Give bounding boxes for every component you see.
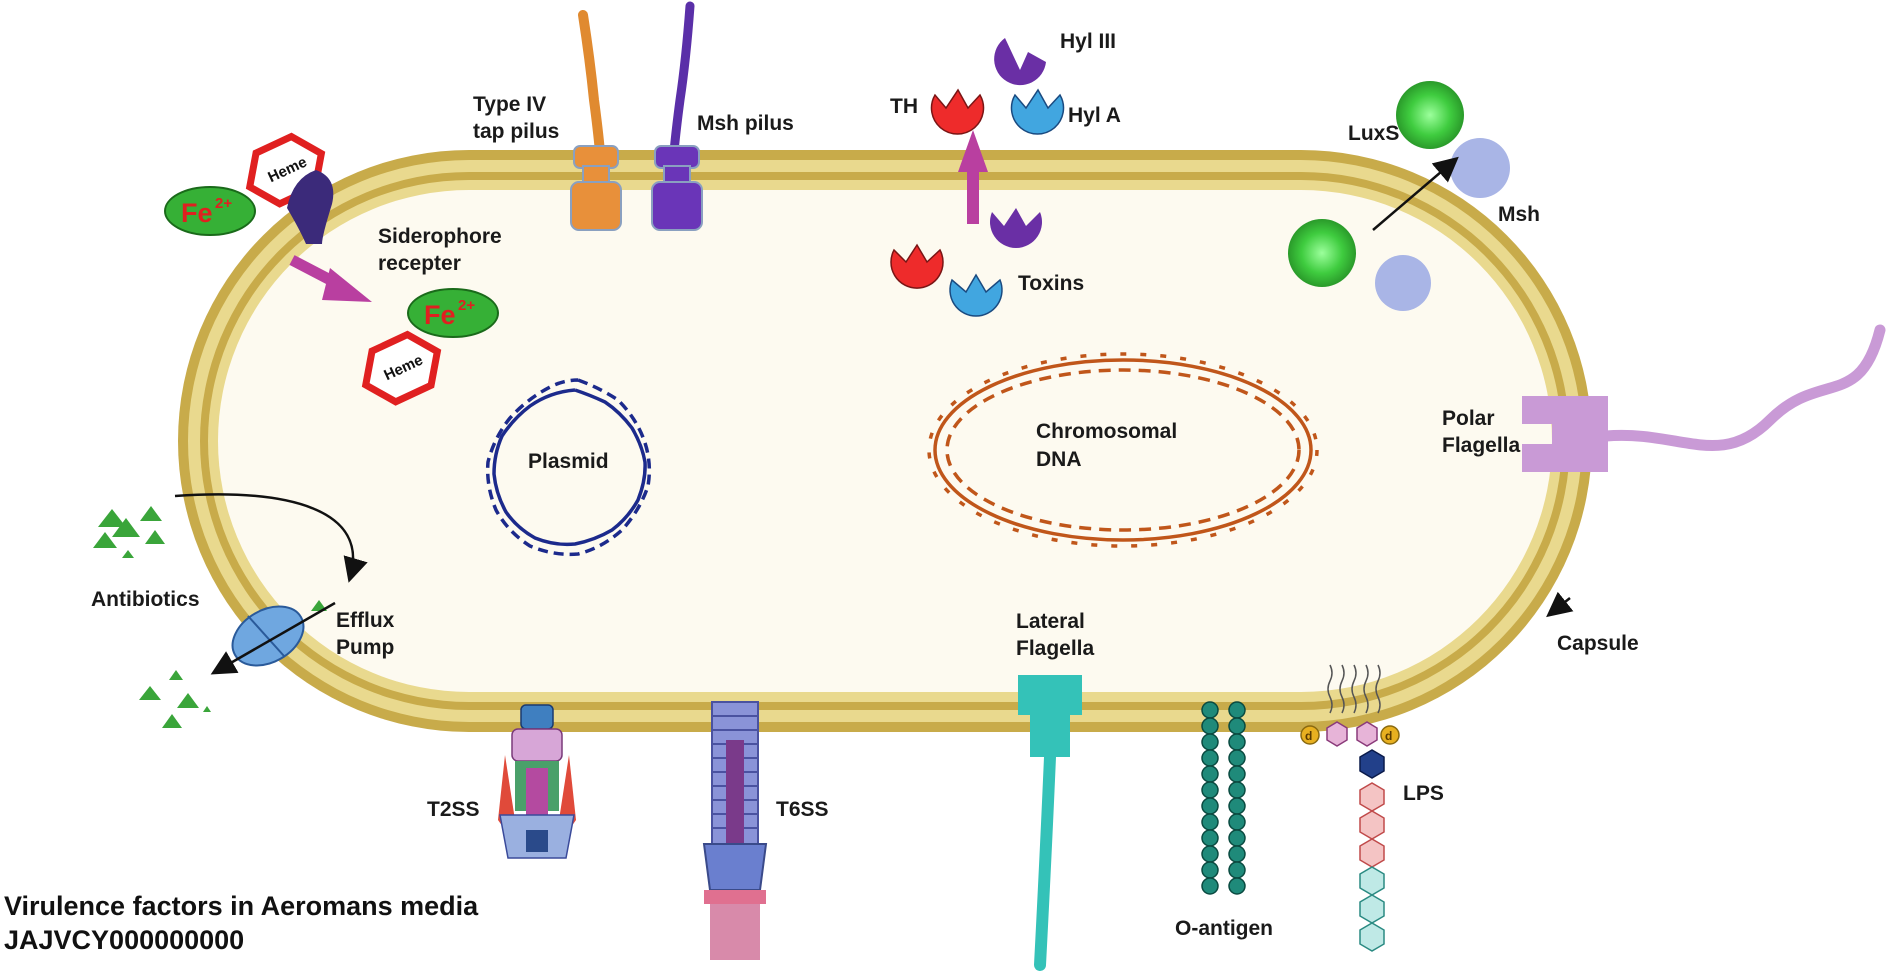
- t6ss-label: T6SS: [776, 798, 829, 821]
- plasmid: [485, 378, 652, 557]
- lateral-flagella-label-line2: Flagella: [1016, 637, 1095, 660]
- antibiotic-molecule-11: [203, 706, 211, 712]
- antibiotic-molecule-3: [112, 518, 140, 537]
- polar-flagellum: [1522, 324, 1886, 472]
- type-iv-label-line1: Type IV: [473, 93, 546, 116]
- type-iv-pilus: [570, 10, 622, 231]
- luxs-protein-bottom-icon: [1288, 219, 1356, 287]
- fe-inner-symbol: Fe: [424, 300, 456, 330]
- antibiotic-molecule-10: [162, 714, 182, 728]
- antibiotic-molecule-1: [98, 509, 126, 527]
- siderophore-group: Fe 2+ Fe 2+ Heme Heme: [164, 132, 499, 406]
- capsule-label: Capsule: [1557, 632, 1639, 655]
- o-antigen-label: O-antigen: [1175, 917, 1273, 940]
- antibiotic-molecule-12: [311, 600, 327, 611]
- efflux-arrow: [210, 601, 336, 675]
- hyl-a-label: Hyl A: [1068, 104, 1121, 127]
- antibiotics-group: [93, 506, 327, 728]
- polar-flagella-label-line1: Polar: [1442, 407, 1495, 430]
- fe-outer-charge: 2+: [215, 195, 232, 212]
- polar-flagella-label-line2: Flagella: [1442, 434, 1521, 457]
- hyl-iii-toxin-icon: [994, 38, 1046, 86]
- efflux-label-line1: Efflux: [336, 609, 395, 632]
- antibiotic-molecule-8: [169, 670, 183, 680]
- iron-uptake-arrowhead: [322, 268, 372, 302]
- secretion-arrow: [1372, 156, 1459, 231]
- cell-envelope: [178, 150, 1592, 732]
- toxin-red-icon: [890, 243, 944, 289]
- fe-ion-outer-icon: [164, 186, 256, 236]
- capsule-arrow: [1546, 591, 1574, 618]
- lps-d-label-left: d: [1305, 729, 1312, 743]
- toxins-label: Toxins: [1018, 272, 1084, 295]
- lateral-flagella-label-line1: Lateral: [1016, 610, 1085, 633]
- luxs-label: LuxS: [1348, 122, 1399, 145]
- siderophore-label-line1: Siderophore: [378, 225, 502, 248]
- toxin-purple-icon: [989, 208, 1042, 249]
- th-label: TH: [890, 95, 918, 118]
- cytoplasm: [218, 190, 1552, 692]
- fe-ion-inner-icon: [407, 288, 499, 338]
- lateral-flagellum: [1018, 675, 1082, 971]
- efflux-label-line2: Pump: [336, 636, 394, 659]
- chromosomal-dna: [927, 352, 1319, 548]
- antibiotic-entry-arrow: [174, 493, 368, 583]
- figure-title-line1: Virulence factors in Aeromans media: [4, 891, 479, 921]
- t2ss-label: T2SS: [427, 798, 480, 821]
- msh-protein-top-icon: [1450, 138, 1510, 198]
- lps-label: LPS: [1403, 782, 1444, 805]
- fe-outer-symbol: Fe: [181, 198, 213, 228]
- heme-inner-icon: [361, 330, 442, 406]
- plasmid-label: Plasmid: [528, 450, 609, 473]
- antibiotic-molecule-2: [140, 506, 162, 521]
- antibiotic-molecule-7: [139, 686, 161, 700]
- msh-pilus-label: Msh pilus: [697, 112, 794, 135]
- figure-title-line2: JAJVCY000000000: [4, 925, 244, 955]
- luxs-msh-group: [1288, 81, 1510, 311]
- msh-label: Msh: [1498, 203, 1540, 226]
- o-antigen-chain: [1201, 701, 1246, 895]
- t6ss-system: [702, 701, 768, 960]
- toxin-export-arrow: [967, 166, 979, 224]
- lps-d-label-right: d: [1385, 729, 1392, 743]
- type-iv-label-line2: tap pilus: [473, 120, 559, 143]
- luxs-protein-top-icon: [1396, 81, 1464, 149]
- siderophore-receptor-icon: [287, 170, 334, 244]
- lps-structure: [1300, 664, 1400, 952]
- antibiotic-molecule-4: [93, 532, 117, 548]
- chromosomal-label-line2: DNA: [1036, 448, 1082, 471]
- hyl-a-toxin-icon: [1010, 88, 1065, 135]
- t2ss-system: [498, 704, 576, 859]
- siderophore-label-line2: recepter: [378, 252, 461, 275]
- msh-protein-bottom-icon: [1375, 255, 1431, 311]
- antibiotic-molecule-5: [145, 530, 165, 544]
- msh-pilus: [651, 1, 703, 231]
- hyl-iii-label: Hyl III: [1060, 30, 1116, 53]
- th-toxin-icon: [930, 88, 985, 135]
- toxin-export-arrowhead: [958, 130, 988, 172]
- antibiotics-label: Antibiotics: [91, 588, 200, 611]
- polar-flagella-motor: [1552, 396, 1608, 472]
- toxins: [890, 38, 1065, 317]
- antibiotic-molecule-6: [122, 550, 134, 558]
- chromosomal-label-line1: Chromosomal: [1036, 420, 1177, 443]
- fe-inner-charge: 2+: [458, 297, 475, 314]
- antibiotic-molecule-9: [177, 693, 199, 708]
- toxin-blue-icon: [949, 273, 1003, 317]
